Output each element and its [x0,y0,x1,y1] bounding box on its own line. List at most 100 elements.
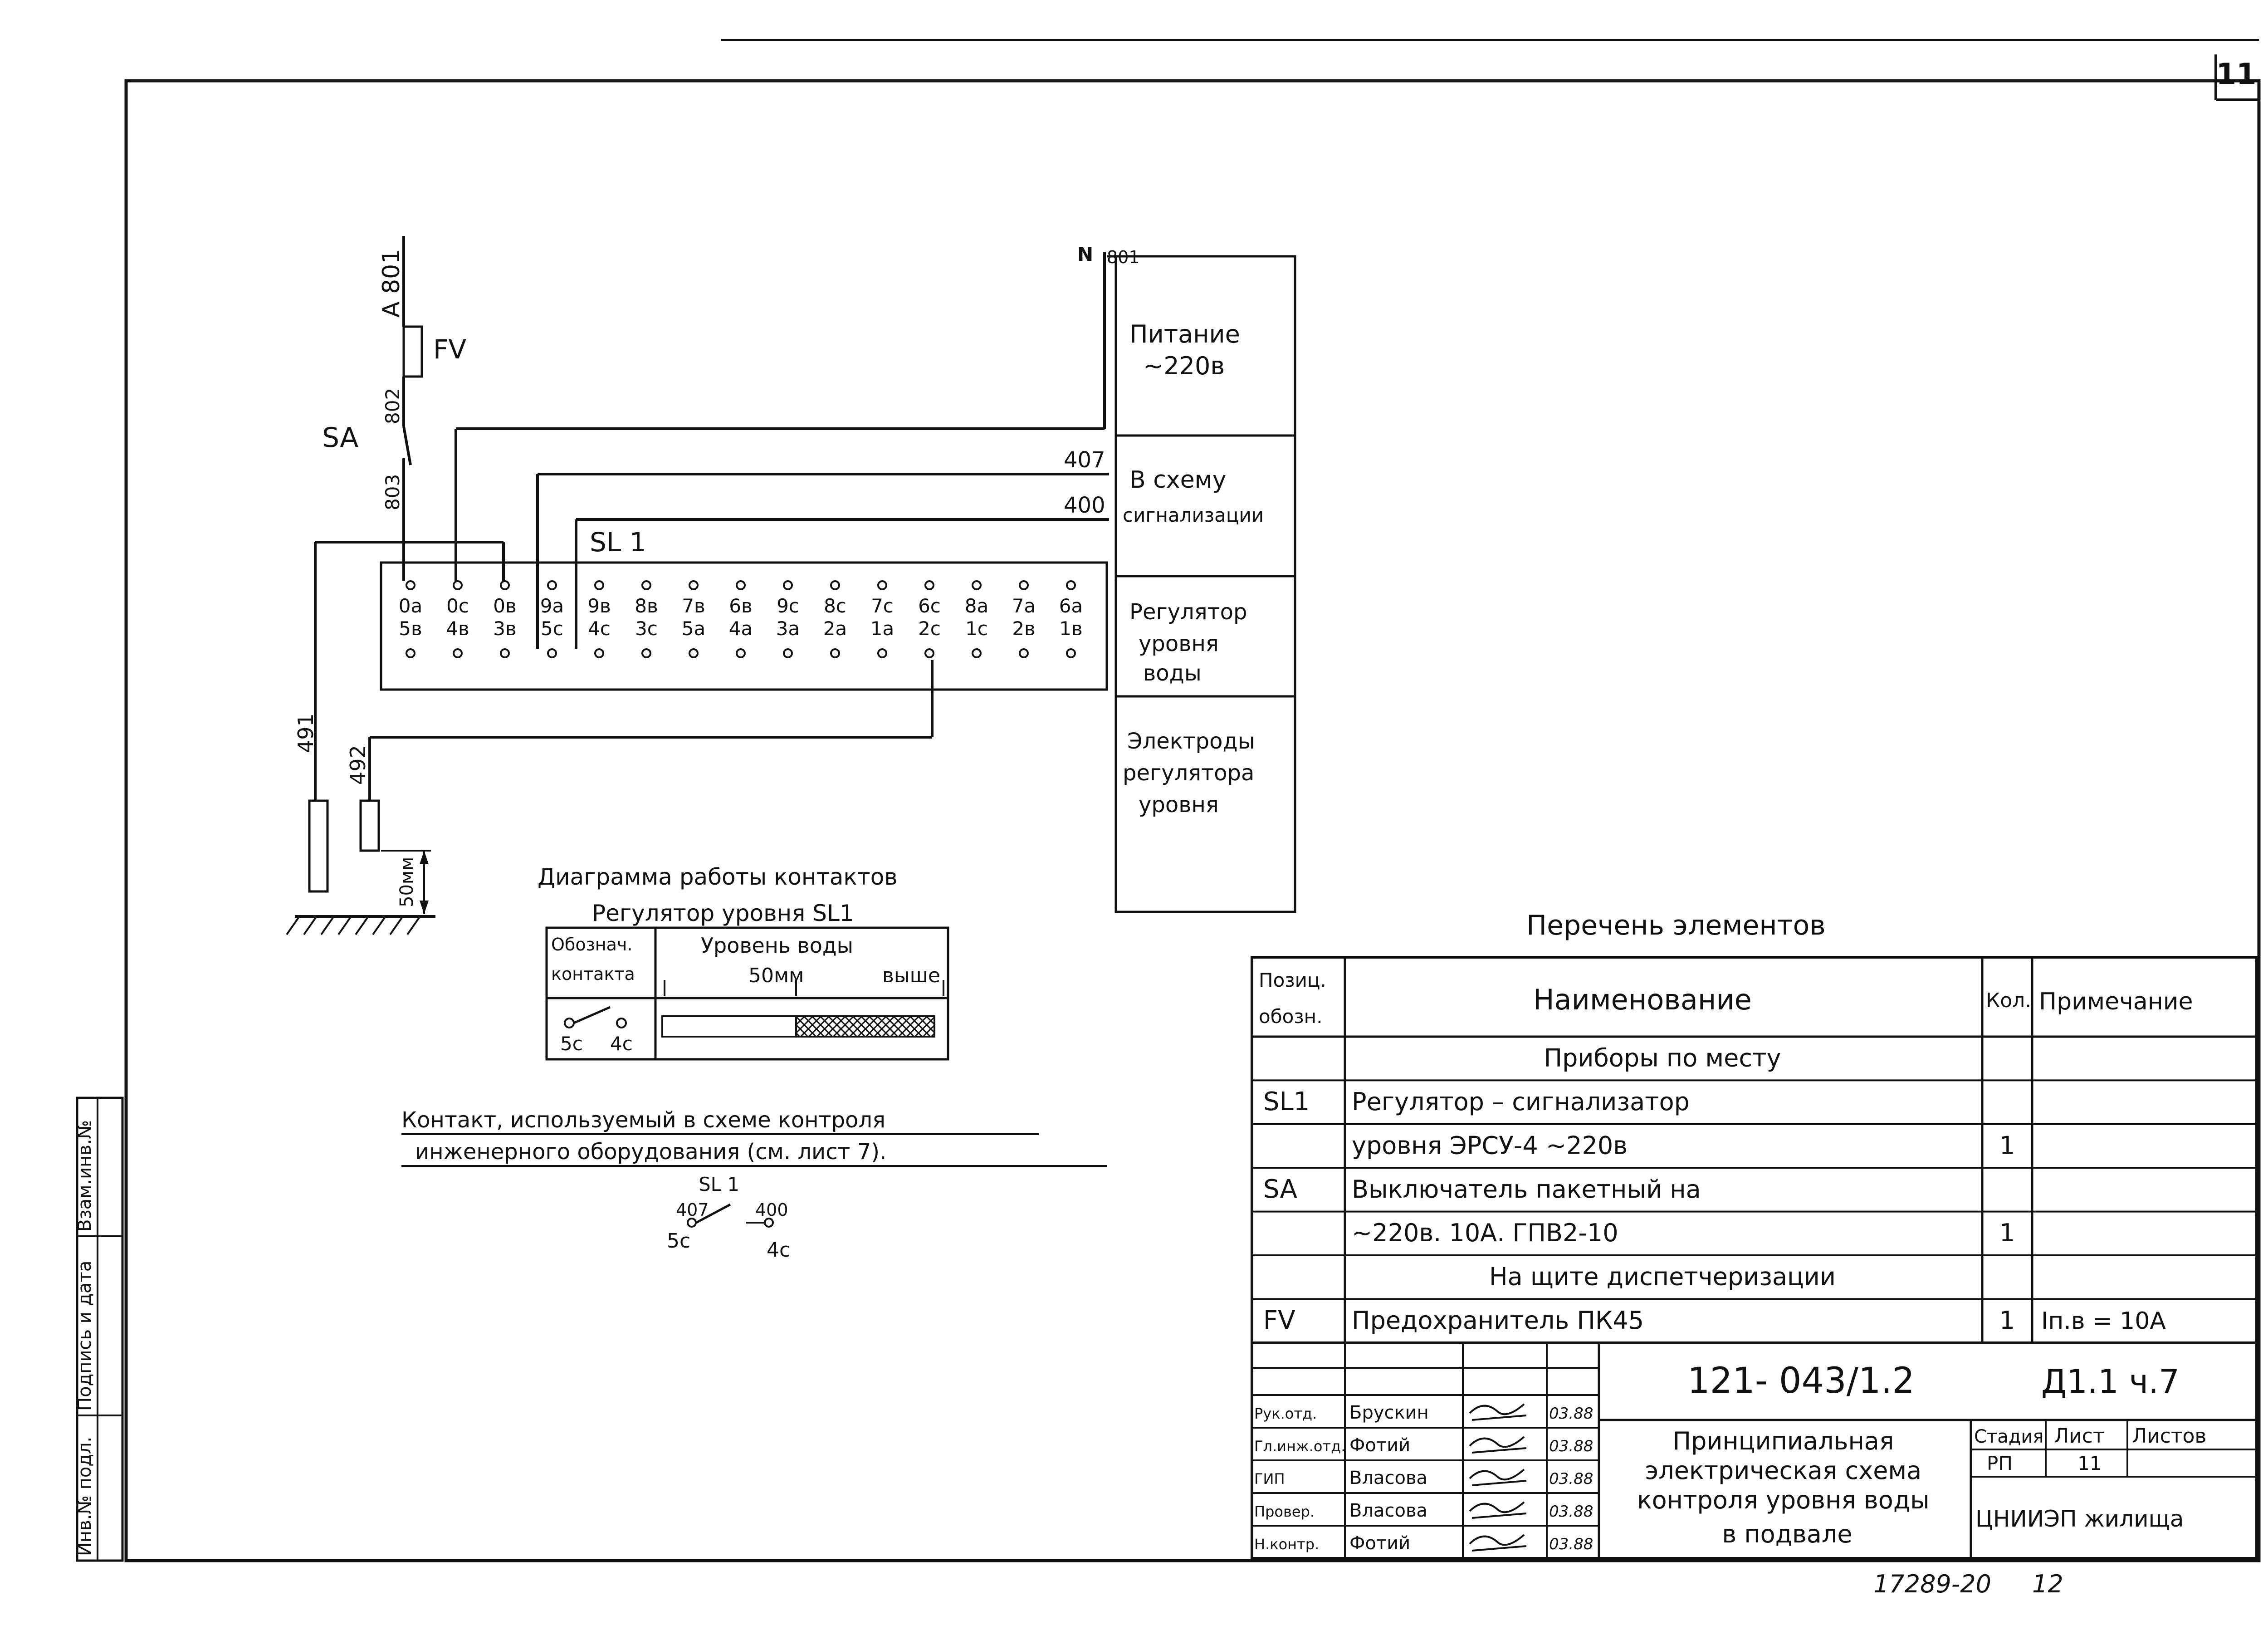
terminal-bottom-circle [736,648,746,658]
terminal-top-label: 6c [918,595,941,617]
signature-name: Фотий [1349,1533,1410,1554]
elements-header-note: Примечание [2039,988,2193,1015]
stage-header: Стадия [1974,1426,2043,1447]
stage-value: РП [1987,1452,2013,1474]
side-stamp-inv-podl: Инв.№ подл. [74,1437,95,1556]
wire-label-phase: A 801 [378,249,405,318]
list-name: Выключатель пакетный на [1352,1175,1701,1204]
terminal-block [380,561,1108,691]
list-pos: FV [1263,1306,1295,1335]
side-stamp: Инв.№ подл. Подпись и дата Взам.инв.№ [74,1097,124,1562]
signature-role: Н.контр. [1254,1536,1319,1553]
contact-note-term-from: 5c [667,1229,690,1253]
terminal-top-label: 6a [1059,595,1083,617]
signature-name: Фотий [1349,1435,1410,1456]
list-pos: SA [1263,1175,1297,1204]
sheet-code: Д1.1 ч.7 [2041,1362,2180,1400]
ground-hatch-line [406,915,421,935]
signature-date: 03.88 [1549,1470,1593,1488]
signature-role: Рук.отд. [1254,1405,1317,1422]
terminal-bottom-circle [783,648,793,658]
neutral-mark: N [1077,243,1093,265]
contact-note-line1: Контакт, используемый в схеме контроля [401,1107,885,1133]
signature-role: Гл.инж.отд. [1254,1438,1345,1455]
terminal-bottom-circle [500,648,510,658]
contact-col1-header: Обознач.контакта [551,935,635,984]
sheets-header: Листов [2132,1425,2206,1448]
terminal-top-circle [453,580,463,590]
terminal-top-label: 8c [824,595,846,617]
organization: ЦНИИЭП жилища [1975,1506,2184,1532]
terminal-bottom-label: 1в [1059,617,1082,640]
ground-hatch-line [303,915,318,935]
terminal-bottom-circle [547,648,557,658]
terminal-bottom-label: 2в [1012,617,1035,640]
terminal-bottom-circle [830,648,840,658]
terminal-top-label: 9c [777,595,799,617]
contact-diagram-title: Диаграмма работы контактов [538,864,898,890]
terminal-bottom-circle [1066,648,1076,658]
ground-hatch-line [355,915,369,935]
list-name: Приборы по месту [1544,1044,1781,1072]
terminal-labels: 0a5в0c4в0в3в9a5c9в4c8в3c7в5a6в4a9c3a8c2a… [399,580,1083,658]
contact-note-term-to: 4c [767,1239,790,1262]
corner-sheet-number: 11 [2216,58,2256,91]
signature-role: ГИП [1254,1470,1285,1488]
contact-term-to: 4c [610,1033,633,1055]
contact-level-50: 50мм [748,964,804,987]
list-qty: 1 [1999,1219,2015,1247]
terminal-top-label: 0в [493,595,516,617]
terminal-bottom-label: 5в [399,617,422,640]
elements-list-title: Перечень элементов [1526,910,1826,941]
bottom-page: 12 [2032,1570,2063,1598]
signature-scribble [1469,1469,1527,1486]
terminal-bottom-label: 2a [823,617,847,640]
signature-name: Брускин [1349,1402,1429,1423]
terminal-bottom-label: 5c [541,617,563,640]
wire-label-492: 492 [346,745,370,785]
drawing-title: Принципиальная электрическая схема контр… [1637,1427,1937,1548]
terminal-top-circle [783,580,793,590]
dimension-label: 50мм [396,857,417,907]
terminal-top-circle [924,580,934,590]
contact-term-from: 5c [560,1033,583,1055]
terminal-bottom-circle [406,648,415,658]
contact-note-line2: инженерного оборудования (см. лист 7). [415,1139,886,1165]
terminal-top-label: 9a [540,595,564,617]
terminal-bottom-label: 4c [588,617,611,640]
ground-hatch [286,915,421,935]
contact-diagram: Диаграмма работы контактов Регулятор уро… [538,864,949,1061]
terminal-top-circle [547,580,557,590]
regulator-label: SL 1 [590,527,646,558]
terminal-bottom-label: 3a [776,617,800,640]
wire-label-407: 407 [1064,447,1105,473]
elements-header-qty: Кол. [1986,989,2031,1012]
signature-name: Власова [1349,1468,1427,1488]
signature-role: Провер. [1254,1503,1315,1520]
terminal-bottom-label: 3c [635,617,658,640]
list-name: Регулятор – сигнализатор [1352,1087,1690,1116]
wire-label-491: 491 [293,713,318,753]
sheet-frame: 11 [124,39,2261,1562]
wire-label-400: 400 [1064,493,1105,518]
terminal-bottom-circle [453,648,463,658]
terminal-bottom-label: 2c [918,617,941,640]
elements-header-pos: Позиц.обозн. [1259,969,1326,1028]
elements-header-name: Наименование [1533,983,1752,1016]
terminal-bottom-circle [924,648,934,658]
contact-note-device: SL 1 [699,1173,739,1195]
list-note: Iп.в = 10А [2041,1307,2166,1335]
terminal-top-circle [641,580,651,590]
list-qty: 1 [1999,1131,2015,1160]
legend-power: Питание~220в [1129,320,1240,380]
terminal-bottom-circle [1019,648,1029,658]
terminal-top-circle [406,580,415,590]
list-qty: 1 [1999,1306,2015,1335]
terminal-top-label: 8в [635,595,658,617]
terminal-top-label: 8a [965,595,988,617]
signature-date: 03.88 [1549,1405,1593,1423]
terminal-top-circle [1066,580,1076,590]
